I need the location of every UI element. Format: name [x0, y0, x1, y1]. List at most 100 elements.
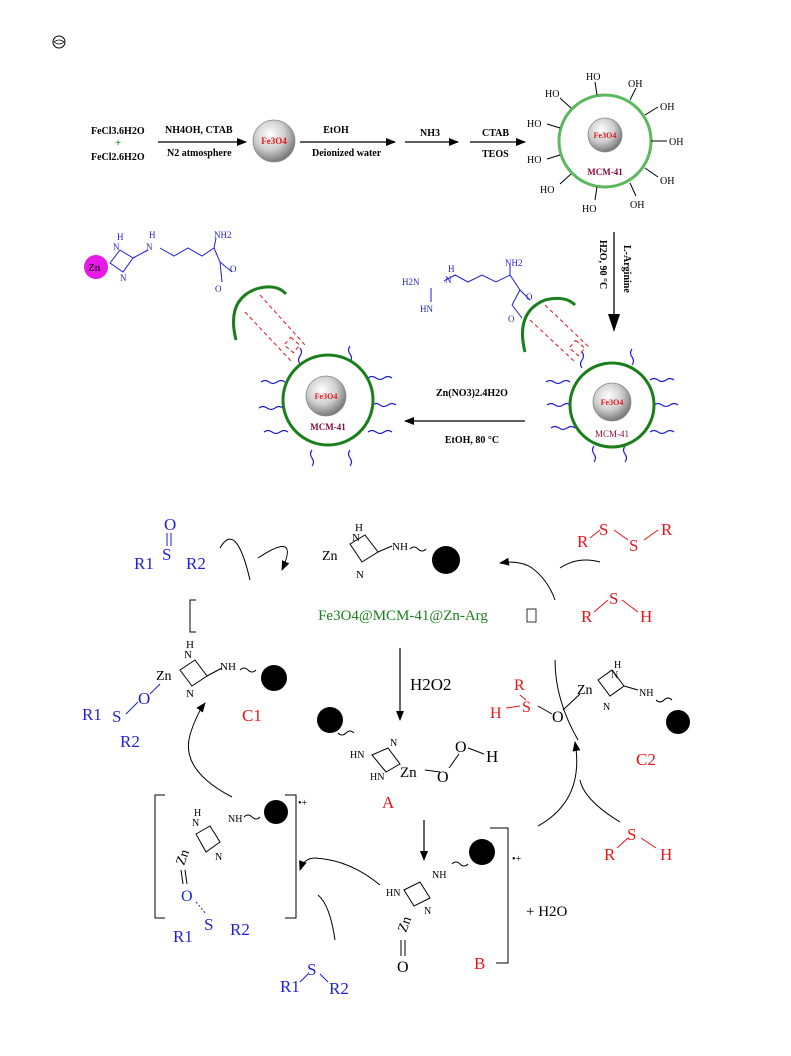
radical-cation: •+ — [298, 798, 308, 809]
step1-reagents: NH4OH, CTAB — [165, 125, 233, 136]
oh-group: HO — [586, 72, 600, 83]
n-atom: N — [445, 275, 452, 285]
hn-group: HN — [420, 304, 433, 314]
step2-water: Deionized water — [312, 148, 382, 159]
o-atom: O — [455, 739, 467, 756]
r1-group: R1 — [134, 554, 154, 573]
s-atom: S — [629, 536, 638, 555]
r-group: R — [661, 520, 673, 539]
o-atom: O — [526, 292, 533, 302]
h-atom: H — [117, 232, 124, 242]
n-atom: N — [390, 738, 397, 749]
hn-group: HN — [386, 888, 400, 899]
catalytic-cycle: Zn H N N NH Fe3O4@MCM-41@Zn-Arg O S R1 R… — [82, 515, 690, 998]
n-atom: N — [611, 670, 618, 681]
h2n-group: H2N — [402, 277, 420, 287]
n-atom: N — [352, 532, 360, 544]
h-atom: H — [186, 639, 194, 651]
n-atom: N — [603, 702, 610, 713]
label-c1: C1 — [242, 706, 262, 725]
n-atom: N — [192, 818, 199, 829]
r2-group: R2 — [329, 979, 349, 998]
zn-arg-particle: Fe3O4 MCM-41 Zn NH2 H N N H N O O — [84, 230, 397, 467]
o-atom: O — [181, 888, 193, 905]
o-atom: O — [508, 314, 515, 324]
n-atom: N — [184, 649, 192, 661]
r2-group: R2 — [120, 732, 140, 751]
oh-group: HO — [540, 185, 554, 196]
r2-group: R2 — [186, 554, 206, 573]
s-atom: S — [599, 520, 608, 539]
catalyst-structure: Zn H N N NH — [322, 522, 460, 581]
o-atom: O — [552, 709, 564, 726]
n-atom: N — [215, 852, 222, 863]
h2o2-reagent: H2O2 — [410, 675, 452, 694]
h-atom: H — [486, 747, 498, 766]
intermediate-c2: R H S O Zn H N N NH C2 — [490, 660, 690, 769]
label-a: A — [382, 793, 395, 812]
step2-solvent: EtOH — [323, 125, 349, 136]
label-b: B — [474, 954, 485, 973]
catalyst-name: Fe3O4@MCM-41@Zn-Arg — [318, 608, 488, 624]
fe3o4-label-4: Fe3O4 — [315, 392, 338, 401]
fe3o4-label-2: Fe3O4 — [594, 131, 617, 140]
oh-group: HO — [545, 89, 559, 100]
h-atom: H — [194, 808, 201, 819]
s-atom: S — [112, 707, 121, 726]
sulfide-reactant: R1 S R2 — [280, 960, 349, 998]
oh-group: OH — [669, 137, 683, 148]
thiol-1: R S H — [581, 589, 652, 626]
s-atom: S — [307, 960, 316, 979]
mcm41-label-1: MCM-41 — [587, 167, 623, 177]
zn-atom: Zn — [577, 683, 593, 698]
zn-atom: Zn — [174, 848, 193, 868]
hn-group: HN — [350, 750, 364, 761]
n-atom: N — [356, 569, 364, 581]
s-atom: S — [627, 825, 636, 844]
oh-group: OH — [660, 102, 674, 113]
fe3o4-label-3: Fe3O4 — [601, 398, 624, 407]
zn-atom: Zn — [88, 262, 101, 274]
o-atom: O — [164, 515, 176, 534]
n-atom: N — [120, 273, 127, 283]
h-atom: H — [614, 660, 621, 671]
n-atom: N — [113, 242, 120, 252]
reactant-fecl3: FeCl3.6H2O — [91, 126, 145, 137]
synthesis-row-1: FeCl3.6H2O + FeCl2.6H2O NH4OH, CTAB N2 a… — [91, 119, 526, 163]
intermediate-a: HN N HN Zn O O H A — [317, 707, 498, 812]
zinc-reagent: Zn(NO3)2.4H2O — [436, 388, 508, 399]
n-atom: N — [146, 242, 153, 252]
hn-group: HN — [370, 772, 384, 783]
l-arginine-label: L-Arginine — [621, 245, 632, 293]
nh2-group: NH2 — [505, 258, 523, 268]
h-atom: H — [490, 705, 502, 722]
o-atom: O — [437, 769, 449, 786]
corner-mark-icon — [52, 35, 66, 49]
r2-group: R2 — [230, 920, 250, 939]
o-atom: O — [397, 959, 409, 976]
radical-complex: •+ NH H N N Zn O S R1 R2 — [154, 794, 308, 946]
nh-group: NH — [392, 541, 408, 553]
nh-group: NH — [228, 814, 242, 825]
sulfoxide-product: O S R1 R2 — [134, 515, 206, 573]
oh-group: HO — [527, 119, 541, 130]
silica-coated-particle: Fe3O4 MCM-41 HO OH OH OH OH OH HO HO HO … — [527, 72, 683, 215]
intermediate-c1: Zn H N N NH O S R1 R2 C1 — [82, 639, 287, 751]
o-atom: O — [138, 689, 150, 708]
fe3o4-particle-1: Fe3O4 — [252, 119, 296, 163]
nh2-group: NH2 — [214, 230, 232, 240]
radical-cation: •+ — [512, 854, 522, 865]
mcm41-label-2: MCM-41 — [595, 429, 629, 439]
zinc-conditions: EtOH, 80 °C — [445, 435, 499, 446]
step1-conditions: N2 atmosphere — [167, 148, 232, 159]
nh-group: NH — [220, 661, 236, 673]
h-atom: H — [640, 607, 652, 626]
r-group: R — [514, 677, 525, 694]
reactant-fecl2: FeCl2.6H2O — [91, 152, 145, 163]
step4-teos: TEOS — [482, 149, 509, 160]
zn-atom: Zn — [396, 915, 415, 935]
r1-group: R1 — [82, 705, 102, 724]
r-group: R — [581, 607, 593, 626]
zn-atom: Zn — [322, 549, 338, 564]
